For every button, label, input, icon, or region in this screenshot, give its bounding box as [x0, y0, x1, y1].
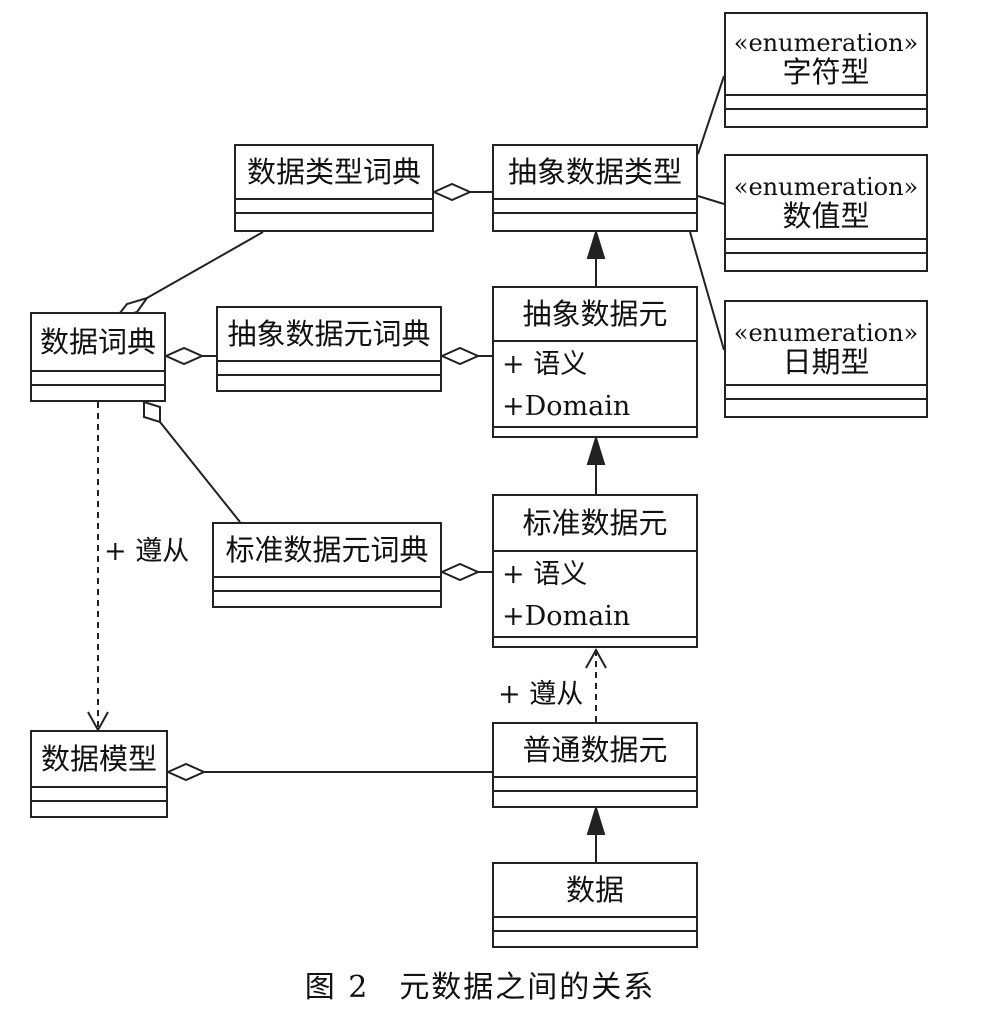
- attribute-compartment: [726, 96, 926, 110]
- attribute-compartment: [32, 788, 166, 802]
- stereotype-label: «enumeration»: [733, 29, 919, 57]
- class-name: 抽象数据元: [494, 288, 696, 342]
- operation-compartment: [494, 792, 696, 806]
- link-enum-char: [697, 75, 725, 155]
- aggregation-diamond-abstract-element: [439, 346, 481, 366]
- class-abstract-element-dict: 抽象数据元词典: [216, 306, 442, 392]
- attribute-compartment: [214, 578, 440, 592]
- caption-number: 图 2: [304, 970, 370, 1005]
- enum-header: «enumeration» 字符型: [726, 14, 926, 96]
- operation-compartment: [32, 386, 164, 400]
- enum-name: 字符型: [782, 55, 870, 89]
- attribute-compartment: + 语义 +Domain: [494, 552, 696, 638]
- class-data-dict: 数据词典: [30, 312, 166, 402]
- aggregation-diamond-data-dict-abstract: [163, 346, 205, 366]
- operation-compartment: [218, 376, 440, 390]
- operation-compartment: [494, 932, 696, 946]
- attribute-compartment: [726, 240, 926, 254]
- class-data: 数据: [492, 862, 698, 948]
- stereotype-label: «enumeration»: [733, 173, 919, 201]
- dependency-label-left: + 遵从: [104, 536, 190, 567]
- operation-compartment: [214, 592, 440, 606]
- class-name: 数据: [494, 864, 696, 918]
- class-name: 数据模型: [32, 732, 166, 788]
- class-data-model: 数据模型: [30, 730, 168, 818]
- class-abstract-element: 抽象数据元 + 语义 +Domain: [492, 286, 698, 438]
- generalization-arrow-2: [586, 434, 606, 465]
- class-standard-element: 标准数据元 + 语义 +Domain: [492, 494, 698, 648]
- aggregation-line-data-dict-standard: [159, 421, 241, 523]
- enum-name: 数值型: [782, 199, 870, 233]
- attribute-compartment: [494, 200, 696, 214]
- aggregation-line-data-dict-type: [146, 231, 264, 299]
- attribute-compartment: [494, 918, 696, 932]
- stereotype-label: «enumeration»: [733, 319, 919, 347]
- attribute-compartment: [494, 778, 696, 792]
- attribute-compartment: [218, 362, 440, 376]
- operation-compartment: [236, 214, 432, 228]
- enum-date: «enumeration» 日期型: [724, 300, 928, 418]
- aggregation-diamond-model-common: [165, 762, 207, 782]
- attribute-compartment: [236, 200, 432, 214]
- operation-compartment: [32, 802, 166, 816]
- class-name: 数据词典: [32, 314, 164, 372]
- attribute-compartment: [726, 386, 926, 400]
- class-abstract-data-type: 抽象数据类型: [492, 144, 698, 232]
- class-common-element: 普通数据元: [492, 722, 698, 808]
- class-name: 抽象数据类型: [494, 146, 696, 200]
- attribute-compartment: [32, 372, 164, 386]
- attribute-semantics: + 语义: [502, 349, 588, 380]
- class-standard-element-dict: 标准数据元词典: [212, 522, 442, 608]
- class-name: 标准数据元: [494, 496, 696, 552]
- aggregation-diamond-standard-element: [439, 562, 481, 582]
- dependency-arrow-right: [585, 647, 607, 669]
- figure-caption: 图 2 元数据之间的关系: [0, 962, 960, 1006]
- attribute-compartment: + 语义 +Domain: [494, 342, 696, 428]
- class-data-type-dict: 数据类型词典: [234, 144, 434, 232]
- enum-char: «enumeration» 字符型: [724, 12, 928, 128]
- enum-numeric: «enumeration» 数值型: [724, 154, 928, 272]
- dependency-label-right: + 遵从: [498, 679, 584, 710]
- attribute-domain: +Domain: [502, 391, 631, 422]
- operation-compartment: [494, 214, 696, 228]
- enum-name: 日期型: [782, 345, 870, 379]
- class-name: 数据类型词典: [236, 146, 432, 200]
- enum-header: «enumeration» 数值型: [726, 156, 926, 240]
- aggregation-diamond-data-dict-standard: [143, 400, 161, 424]
- enum-header: «enumeration» 日期型: [726, 302, 926, 386]
- caption-text: 元数据之间的关系: [399, 970, 656, 1005]
- class-name: 标准数据元词典: [214, 524, 440, 578]
- class-name: 抽象数据元词典: [218, 308, 440, 362]
- generalization-arrow-1: [586, 228, 606, 259]
- link-enum-date: [689, 231, 725, 351]
- aggregation-diamond-type-dict: [431, 182, 473, 202]
- generalization-arrow-3: [586, 804, 606, 835]
- attribute-semantics: + 语义: [502, 559, 588, 590]
- link-enum-numeric: [697, 195, 725, 205]
- attribute-domain: +Domain: [502, 601, 631, 632]
- class-name: 普通数据元: [494, 724, 696, 778]
